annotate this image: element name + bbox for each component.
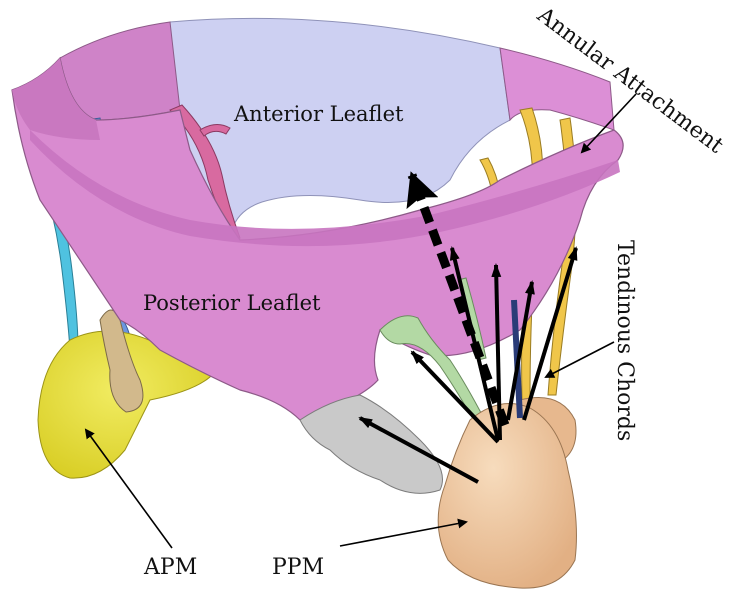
label-tendinous-chords: Tendinous Chords [612,240,637,441]
label-anterior-leaflet: Anterior Leaflet [233,102,404,126]
label-apm: APM [143,555,197,580]
label-ppm: PPM [272,555,324,580]
label-posterior-leaflet: Posterior Leaflet [143,291,321,315]
chord-gray [300,395,443,493]
arrow-apm [86,430,172,548]
